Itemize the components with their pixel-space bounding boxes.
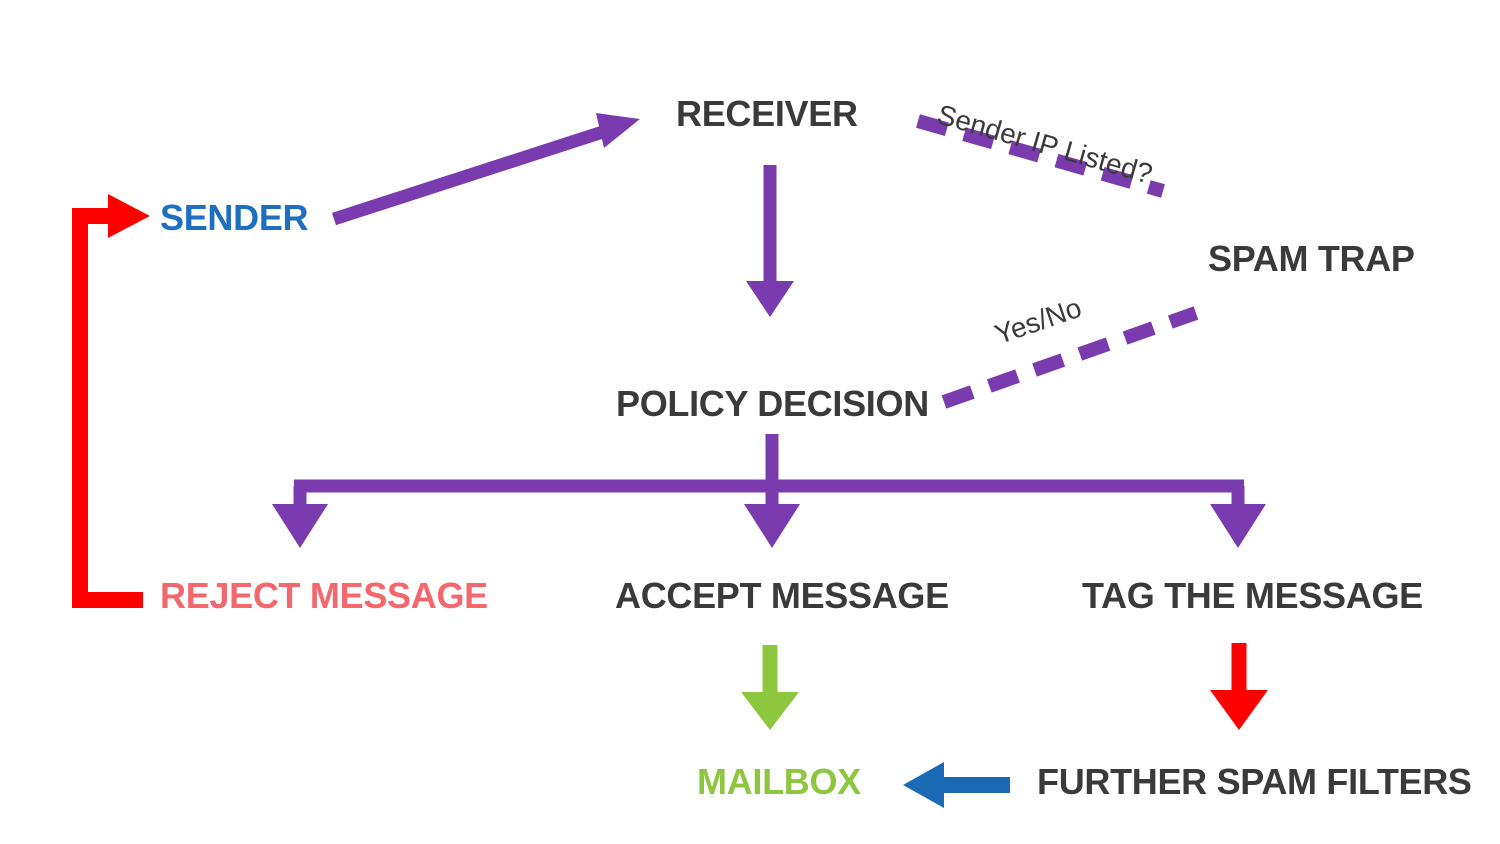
node-label-sender: SENDER <box>160 197 309 238</box>
node-label-spam-trap: SPAM TRAP <box>1208 238 1415 279</box>
edge-spamtrap-dash-top <box>916 114 1165 198</box>
edge-tag-to-spamfilters <box>1210 643 1268 730</box>
node-label-receiver: RECEIVER <box>676 93 858 134</box>
node-label-reject-message: REJECT MESSAGE <box>160 575 488 616</box>
node-label-tag-the-message: TAG THE MESSAGE <box>1082 575 1423 616</box>
node-label-policy-decision: POLICY DECISION <box>616 383 929 424</box>
edge-sender-to-receiver <box>331 113 640 226</box>
edge-accept-to-mailbox <box>741 645 799 730</box>
edge-spamfilters-to-mailbox <box>903 762 1010 808</box>
node-label-accept-message: ACCEPT MESSAGE <box>615 575 949 616</box>
edge-reject-back-to-sender <box>72 194 150 608</box>
edge-policy-split <box>272 434 1266 548</box>
node-label-mailbox: MAILBOX <box>697 761 861 802</box>
edge-receiver-to-policy <box>746 165 794 317</box>
node-label-further-spam-filters: FURTHER SPAM FILTERS <box>1037 761 1472 802</box>
